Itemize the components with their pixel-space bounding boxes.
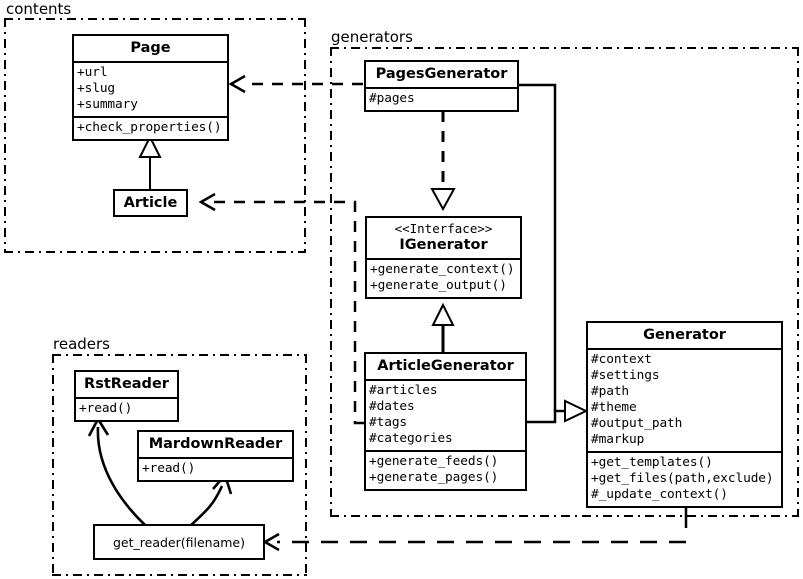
class-generator-attribute: #markup (591, 432, 645, 447)
class-generator-name: Generator (643, 327, 726, 343)
class-article-generator-name: ArticleGenerator (377, 358, 514, 374)
class-igenerator-operations: +generate_context() +generate_output() (367, 258, 520, 297)
class-generator[interactable]: Generator #context #settings #path #them… (586, 321, 783, 508)
package-readers-top-edge (52, 354, 307, 356)
class-page-operation: +check_properties() (77, 120, 222, 135)
class-generator-attribute: #theme (591, 400, 637, 415)
class-igenerator-operation: +generate_output() (370, 278, 507, 293)
class-pages-generator-attribute: #pages (369, 91, 415, 106)
class-generator-attributes: #context #settings #path #theme #output_… (588, 348, 781, 451)
class-generator-operation: +get_templates() (591, 455, 713, 470)
class-pages-generator-attributes: #pages (366, 87, 517, 110)
class-igenerator[interactable]: <<Interface>> IGenerator +generate_conte… (365, 216, 522, 299)
class-page-attribute: +url (77, 65, 108, 80)
class-article-generator-attribute: #categories (369, 431, 453, 446)
package-contents-label: contents (6, 0, 72, 18)
class-article-generator-attributes: #articles #dates #tags #categories (366, 379, 525, 450)
class-igenerator-header: <<Interface>> IGenerator (367, 218, 520, 258)
class-mardown-reader-operation: +read() (142, 461, 196, 476)
class-page-attribute: +summary (77, 97, 138, 112)
class-mardown-reader[interactable]: MardownReader +read() (137, 430, 294, 482)
package-contents-top-edge (4, 18, 306, 20)
class-article-generator-operation: +generate_feeds() (369, 454, 499, 469)
class-article-generator[interactable]: ArticleGenerator #articles #dates #tags … (364, 352, 527, 491)
function-get-reader[interactable]: get_reader(filename) (93, 524, 265, 560)
class-article-generator-attribute: #tags (369, 415, 408, 430)
class-page-name: Page (130, 40, 171, 56)
class-generator-operations: +get_templates() +get_files(path,exclude… (588, 451, 781, 506)
class-mardown-reader-operations: +read() (139, 457, 292, 480)
class-generator-attribute: #path (591, 384, 630, 399)
package-readers-right-edge (305, 354, 307, 576)
package-readers-bottom-edge (52, 574, 307, 576)
class-generator-attribute: #context (591, 352, 652, 367)
class-article-generator-operations: +generate_feeds() +generate_pages() (366, 450, 525, 489)
class-generator-operation: #_update_context() (591, 487, 728, 502)
class-rst-reader-name: RstReader (84, 376, 169, 392)
package-contents-bottom-edge (4, 251, 306, 253)
class-rst-reader[interactable]: RstReader +read() (74, 370, 179, 422)
class-article-name: Article (123, 195, 178, 211)
package-readers-label: readers (53, 335, 110, 353)
class-article[interactable]: Article (113, 189, 188, 217)
class-pages-generator-name: PagesGenerator (375, 66, 508, 82)
package-generators-left-edge (330, 47, 332, 517)
class-igenerator-name: IGenerator (399, 237, 488, 253)
class-article-generator-attribute: #dates (369, 399, 415, 414)
package-generators-top-edge (330, 47, 799, 49)
package-readers-left-edge (52, 354, 54, 576)
class-generator-operation: +get_files(path,exclude) (591, 471, 774, 486)
function-get-reader-label: get_reader(filename) (113, 534, 245, 550)
class-generator-attribute: #settings (591, 368, 660, 383)
class-rst-reader-operations: +read() (76, 397, 177, 420)
class-rst-reader-operation: +read() (79, 401, 133, 416)
package-generators-right-edge (797, 47, 799, 517)
class-igenerator-stereotype: <<Interface>> (394, 221, 493, 236)
class-igenerator-operation: +generate_context() (370, 262, 515, 277)
package-generators-bottom-edge (330, 515, 799, 517)
class-article-generator-attribute: #articles (369, 383, 438, 398)
class-page-attributes: +url +slug +summary (74, 61, 227, 116)
class-generator-attribute: #output_path (591, 416, 683, 431)
package-contents-right-edge (304, 18, 306, 253)
class-page-attribute: +slug (77, 81, 116, 96)
package-contents (4, 18, 306, 253)
class-page[interactable]: Page +url +slug +summary +check_properti… (72, 34, 229, 141)
package-readers (52, 354, 307, 576)
class-mardown-reader-name: MardownReader (148, 436, 283, 452)
package-generators-label: generators (331, 28, 413, 46)
class-article-generator-operation: +generate_pages() (369, 470, 499, 485)
class-pages-generator[interactable]: PagesGenerator #pages (364, 60, 519, 112)
class-page-operations: +check_properties() (74, 116, 227, 139)
package-contents-left-edge (4, 18, 6, 253)
